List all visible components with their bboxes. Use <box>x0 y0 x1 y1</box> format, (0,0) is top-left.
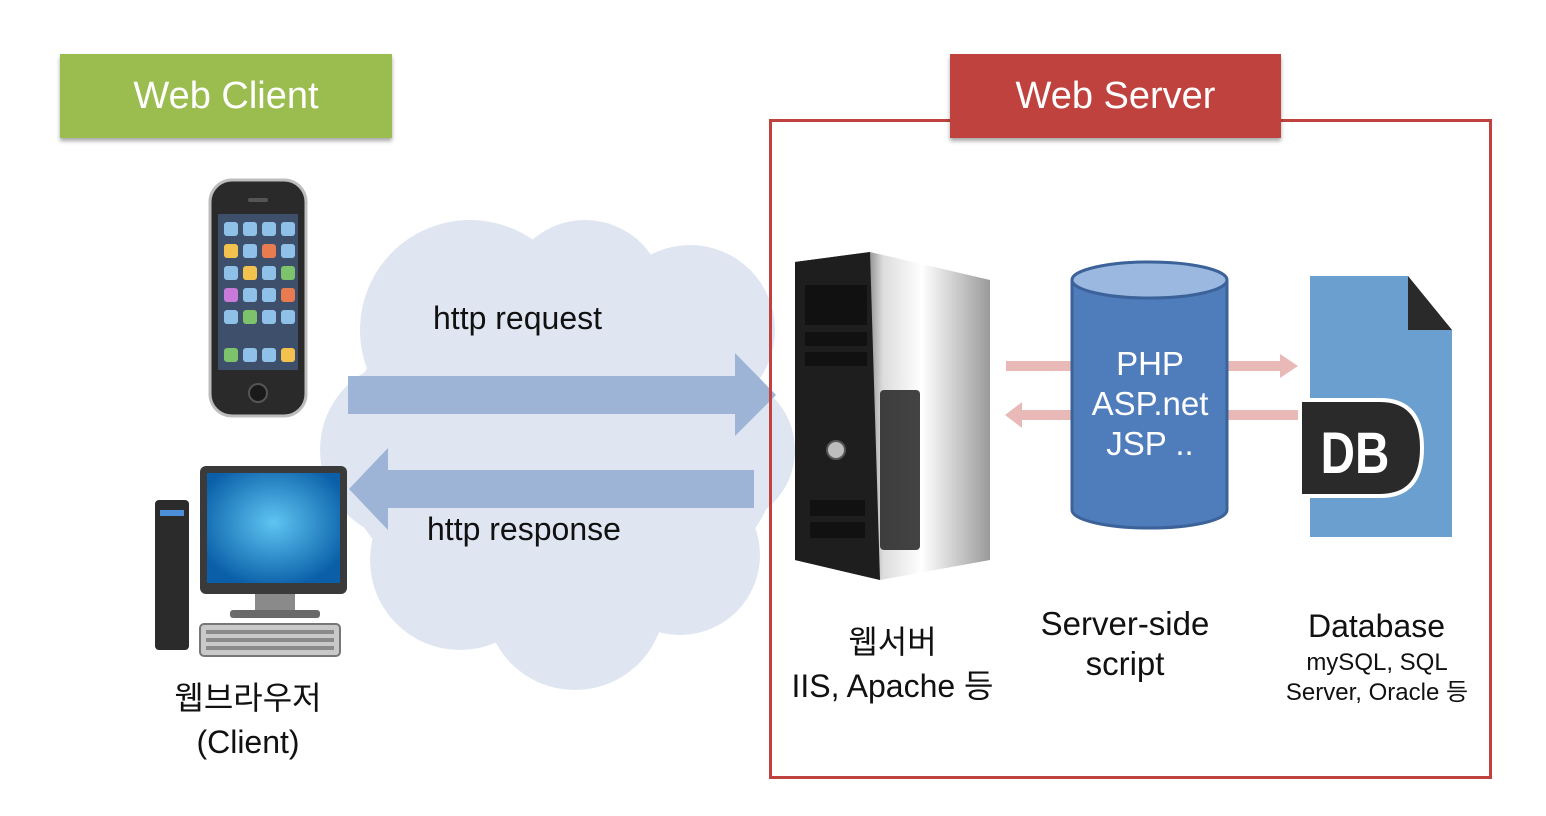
web-server-header: Web Server <box>950 54 1281 138</box>
db-badge-label: DB <box>1320 421 1390 486</box>
script-flow-arrows <box>1005 354 1300 428</box>
request-arrow <box>348 353 776 436</box>
webserver-caption-line1: 웹서버 <box>848 624 937 660</box>
webserver-caption: 웹서버 IIS, Apache 등 <box>770 620 1015 708</box>
database-cylinder-icon <box>1070 260 1229 530</box>
script-languages: PHP ASP.net JSP .. <box>1075 344 1225 464</box>
smartphone-icon <box>208 178 308 418</box>
script-caption-line1: Server-side <box>1040 605 1210 642</box>
internet-cloud <box>320 220 795 690</box>
database-title: Database <box>1308 608 1445 644</box>
client-caption-line2: (Client) <box>196 724 300 760</box>
script-caption-line2: script <box>1085 645 1165 682</box>
desktop-computer-icon <box>155 466 347 657</box>
server-tower-icon <box>795 252 990 580</box>
client-caption: 웹브라우저 (Client) <box>148 676 348 764</box>
web-client-header: Web Client <box>60 54 392 138</box>
database-subtitle: mySQL, SQL Server, Oracle 등 <box>1272 648 1482 708</box>
script-lang-aspnet: ASP.net <box>1091 385 1209 422</box>
http-request-label: http request <box>433 300 602 336</box>
script-lang-php: PHP <box>1116 345 1184 382</box>
script-lang-jsp: JSP .. <box>1106 425 1194 462</box>
database-document-icon <box>1298 276 1452 537</box>
database-subtitle-line1: mySQL, SQL <box>1306 649 1448 676</box>
http-response-label: http response <box>427 511 621 547</box>
client-caption-line1: 웹브라우저 <box>174 680 322 716</box>
response-arrow <box>349 448 754 530</box>
database-subtitle-line2: Server, Oracle 등 <box>1285 679 1469 706</box>
script-caption: Server-side script <box>1020 604 1230 684</box>
webserver-caption-line2: IIS, Apache 등 <box>791 668 994 704</box>
